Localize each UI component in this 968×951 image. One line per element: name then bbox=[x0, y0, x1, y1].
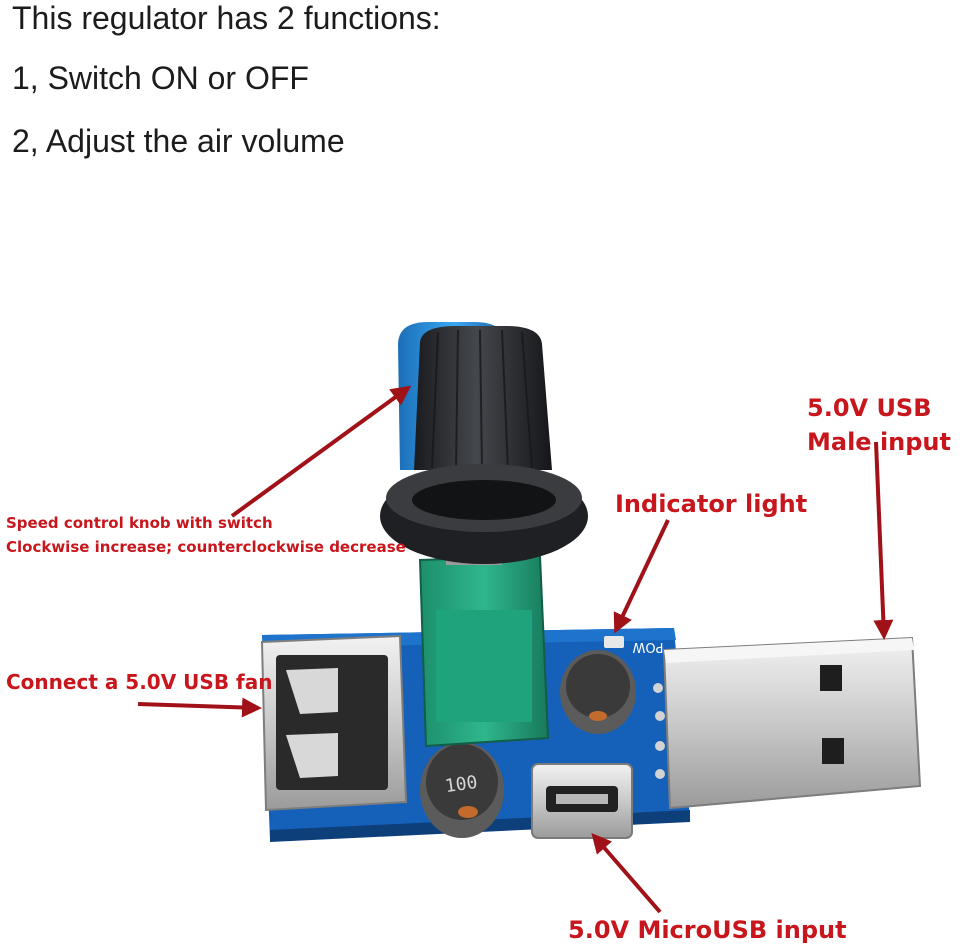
speed-knob bbox=[380, 322, 588, 564]
intro-line-2: 1, Switch ON or OFF bbox=[12, 60, 309, 96]
indicator-led: POW bbox=[604, 636, 663, 654]
inductor-marking: 100 bbox=[444, 772, 479, 797]
intro-line-1: This regulator has 2 functions: bbox=[12, 0, 441, 36]
arrow-fan bbox=[137, 697, 262, 718]
pcb-pads bbox=[653, 683, 665, 779]
callout-knob-line-2: Clockwise increase; counterclockwise dec… bbox=[6, 538, 406, 556]
callout-usb-male-line-1: 5.0V USB bbox=[807, 394, 932, 422]
callout-arrows bbox=[137, 385, 894, 914]
callout-microusb: 5.0V MicroUSB input bbox=[568, 916, 847, 944]
inductor-100: 100 bbox=[420, 742, 504, 838]
intro-line-3: 2, Adjust the air volume bbox=[12, 123, 345, 159]
arrow-usb-male bbox=[873, 441, 894, 640]
usb-male-plug bbox=[662, 636, 922, 810]
arrow-knob bbox=[230, 385, 412, 518]
inductor-right bbox=[560, 650, 636, 734]
callout-knob-line-1: Speed control knob with switch bbox=[6, 514, 273, 532]
pow-marking: POW bbox=[632, 639, 663, 654]
arrow-indicator bbox=[613, 519, 670, 634]
micro-usb-port bbox=[531, 763, 633, 839]
usb-female-port bbox=[260, 634, 408, 812]
callout-usb-male-line-2: Male input bbox=[807, 428, 951, 456]
arrow-microusb bbox=[591, 832, 662, 914]
potentiometer bbox=[418, 554, 550, 748]
callout-fan: Connect a 5.0V USB fan bbox=[6, 670, 273, 694]
callout-indicator: Indicator light bbox=[615, 490, 808, 518]
